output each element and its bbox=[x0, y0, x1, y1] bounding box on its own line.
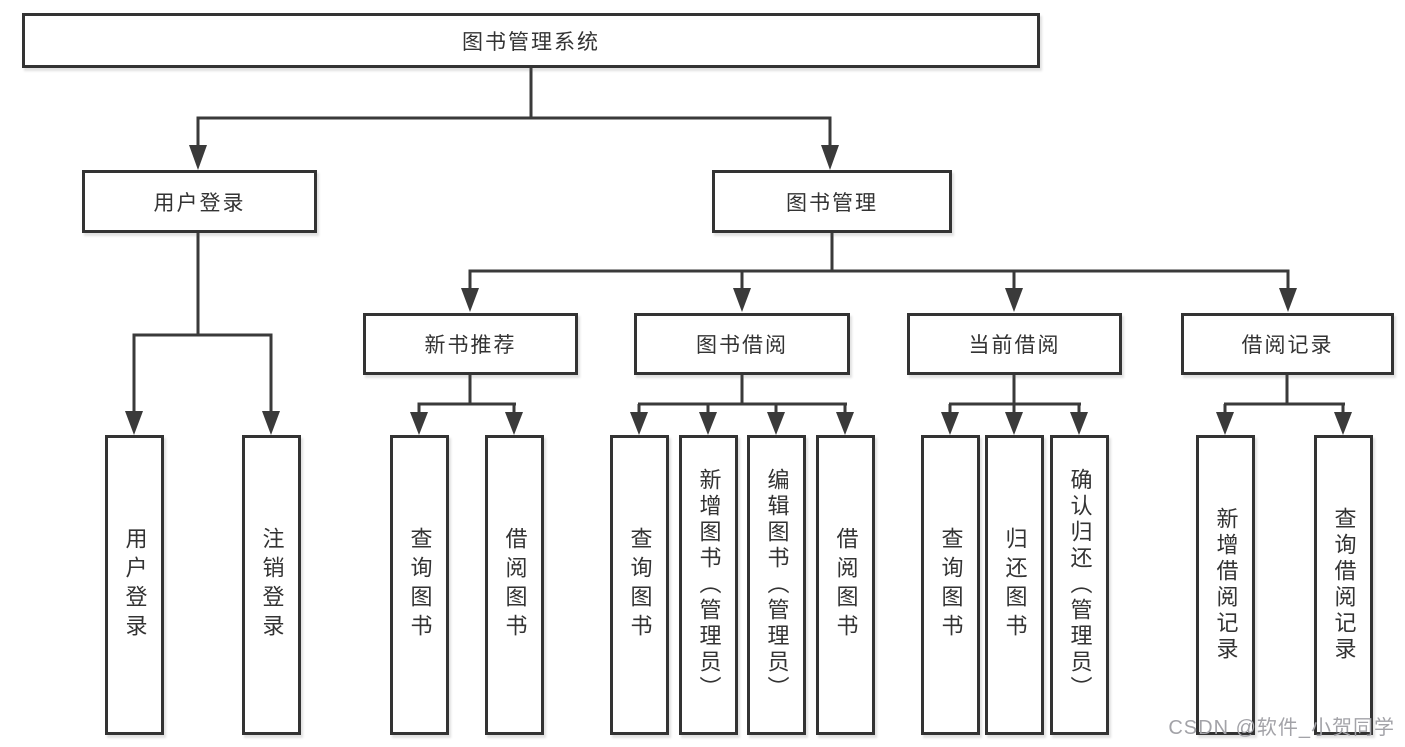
leaf-borrow-books-2: 借阅图书 bbox=[816, 435, 875, 735]
leaf-label: 用户登录 bbox=[122, 527, 148, 643]
node-borrow-records-label: 借阅记录 bbox=[1241, 334, 1334, 357]
node-book-mgmt-label: 图书管理 bbox=[786, 191, 878, 215]
node-new-book-rec-label: 新书推荐 bbox=[424, 334, 517, 357]
leaf-label: 新增借阅记录 bbox=[1213, 507, 1239, 663]
leaf-borrow-books-1: 借阅图书 bbox=[485, 435, 544, 735]
leaf-query-books-1: 查询图书 bbox=[390, 435, 449, 735]
leaf-query-borrow-record: 查询借阅记录 bbox=[1314, 435, 1373, 735]
leaf-add-books-admin: 新增图书（管理员） bbox=[679, 435, 738, 735]
node-user-login-label: 用户登录 bbox=[153, 191, 246, 215]
edge-current-borrow-to-leaves bbox=[941, 375, 1088, 435]
leaf-user-login: 用户登录 bbox=[105, 435, 164, 735]
leaf-label: 查询图书 bbox=[627, 527, 653, 643]
node-book-mgmt: 图书管理 bbox=[712, 170, 952, 233]
node-root-label: 图书管理系统 bbox=[462, 30, 600, 54]
node-book-borrow-label: 图书借阅 bbox=[696, 334, 788, 357]
node-new-book-rec: 新书推荐 bbox=[363, 313, 578, 375]
edge-new-book-rec-to-leaves bbox=[410, 375, 523, 435]
leaf-edit-books-admin: 编辑图书（管理员） bbox=[747, 435, 806, 735]
leaf-label: 借阅图书 bbox=[502, 527, 528, 643]
edge-book-mgmt-to-level3 bbox=[461, 232, 1297, 312]
edge-borrow-records-to-leaves bbox=[1216, 375, 1352, 435]
node-borrow-records: 借阅记录 bbox=[1181, 313, 1394, 375]
leaf-label: 借阅图书 bbox=[833, 527, 859, 643]
leaf-query-books-3: 查询图书 bbox=[921, 435, 980, 735]
node-book-borrow: 图书借阅 bbox=[634, 313, 850, 375]
edge-user-login-to-leaves bbox=[125, 233, 280, 435]
leaf-label: 确认归还（管理员） bbox=[1067, 468, 1093, 702]
node-root: 图书管理系统 bbox=[22, 13, 1040, 68]
leaf-label: 归还图书 bbox=[1002, 527, 1028, 643]
leaf-logout: 注销登录 bbox=[242, 435, 301, 735]
node-current-borrow: 当前借阅 bbox=[907, 313, 1122, 375]
leaf-label: 注销登录 bbox=[259, 527, 285, 643]
leaf-confirm-return-admin: 确认归还（管理员） bbox=[1050, 435, 1109, 735]
node-current-borrow-label: 当前借阅 bbox=[968, 334, 1061, 357]
leaf-label: 查询借阅记录 bbox=[1331, 507, 1357, 663]
leaf-label: 查询图书 bbox=[407, 527, 433, 643]
leaf-label: 新增图书（管理员） bbox=[696, 468, 722, 702]
node-user-login: 用户登录 bbox=[82, 170, 317, 233]
leaf-query-books-2: 查询图书 bbox=[610, 435, 669, 735]
edge-book-borrow-to-leaves bbox=[630, 375, 854, 435]
csdn-watermark: CSDN @软件_小贺同学 bbox=[1168, 717, 1395, 739]
leaf-add-borrow-record: 新增借阅记录 bbox=[1196, 435, 1255, 735]
leaf-label: 查询图书 bbox=[938, 527, 964, 643]
leaf-return-books: 归还图书 bbox=[985, 435, 1044, 735]
edge-root-to-level2 bbox=[189, 68, 839, 170]
leaf-label: 编辑图书（管理员） bbox=[764, 468, 790, 702]
